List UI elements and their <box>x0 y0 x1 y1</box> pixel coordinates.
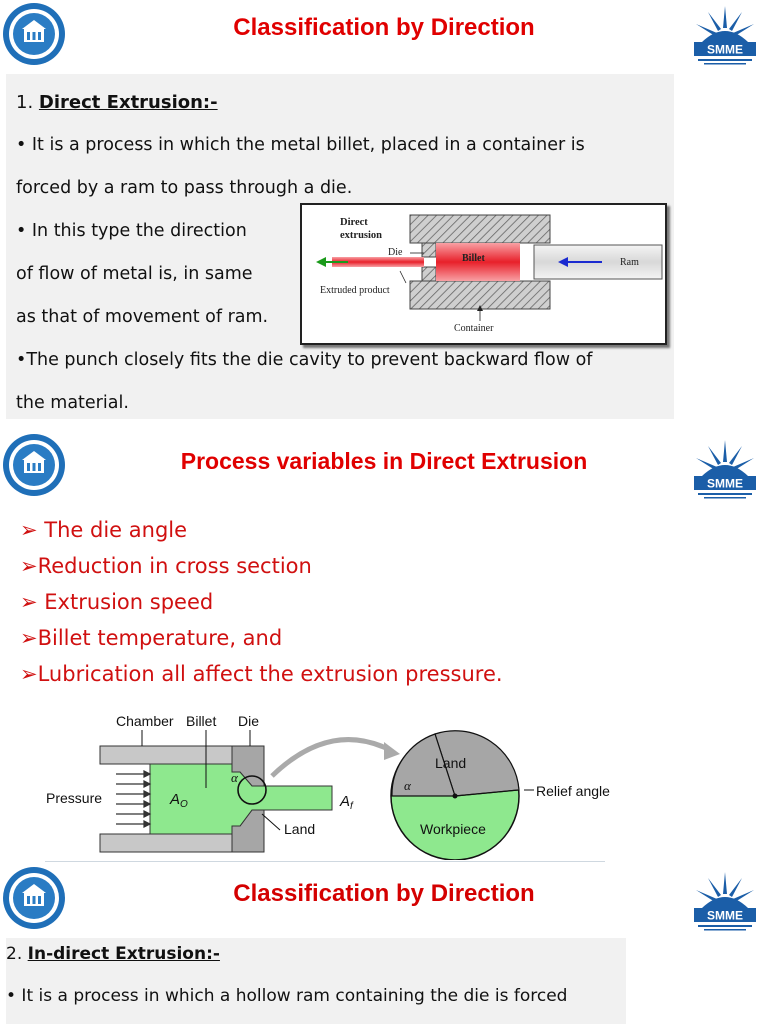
slide-title: Classification by Direction <box>233 14 535 41</box>
slide-title: Classification by Direction <box>233 880 535 907</box>
extruded-product <box>332 257 424 267</box>
bullet-line-5: as that of movement of ram. <box>16 307 269 327</box>
bullet-line-7: the material. <box>16 393 129 413</box>
svg-text:α: α <box>231 770 239 785</box>
slide-divider <box>45 861 605 862</box>
slide-process-variables: Process variables in Direct Extrusion SM… <box>0 430 768 862</box>
smme-logo-icon: SMME <box>694 440 756 499</box>
section-heading: 2. In-direct Extrusion:- <box>6 944 220 964</box>
logo-text: SMME <box>707 43 743 57</box>
svg-text:AO: AO <box>169 791 188 810</box>
slide-title: Process variables in Direct Extrusion <box>180 448 588 474</box>
billet <box>436 243 520 281</box>
container-top <box>409 214 551 244</box>
svg-text:Die: Die <box>388 247 403 258</box>
container-bottom <box>409 280 551 310</box>
svg-text:Pressure: Pressure <box>46 790 102 806</box>
svg-text:Container: Container <box>454 323 494 334</box>
university-seal-icon <box>3 434 65 496</box>
variable-item-5: ➢Lubrication all affect the extrusion pr… <box>20 662 503 686</box>
svg-text:Billet: Billet <box>186 713 216 729</box>
bullet-line-2: forced by a ram to pass through a die. <box>16 178 353 198</box>
smme-logo-icon: SMME <box>694 6 756 65</box>
bullet-line-1: • It is a process in which the metal bil… <box>16 135 585 155</box>
svg-text:Ram: Ram <box>620 257 639 268</box>
logo-text: SMME <box>707 477 743 491</box>
svg-text:α: α <box>404 778 412 793</box>
die-geometry-figure: Chamber Billet Die Pressure AO Af α Land… <box>46 713 610 860</box>
content-panel <box>6 938 626 1024</box>
svg-text:Af: Af <box>339 793 354 812</box>
section-heading: 1. Direct Extrusion:- <box>16 92 218 113</box>
variable-item-2: ➢Reduction in cross section <box>20 554 312 578</box>
variable-item-3: ➢ Extrusion speed <box>20 590 214 614</box>
variable-item-1: ➢ The die angle <box>20 518 188 542</box>
svg-text:Land: Land <box>435 755 466 771</box>
slide-direct-extrusion: Classification by Direction SMME 1. Dire… <box>0 0 768 425</box>
variable-item-4: ➢Billet temperature, and <box>20 626 283 650</box>
svg-text:Extruded product: Extruded product <box>320 285 390 296</box>
bullet-line-3: • In this type the direction <box>16 221 247 241</box>
slide-indirect-extrusion: Classification by Direction SMME 2. In-d… <box>0 862 768 1024</box>
bullet-line-1: • It is a process in which a hollow ram … <box>6 986 568 1006</box>
bullet-line-4: of flow of metal is, in same <box>16 264 253 284</box>
university-seal-icon <box>3 867 65 929</box>
university-seal-icon <box>3 3 65 65</box>
logo-text: SMME <box>707 909 743 923</box>
svg-text:Relief angle: Relief angle <box>536 783 610 799</box>
bullet-line-6: •The punch closely fits the die cavity t… <box>16 350 593 370</box>
svg-text:Workpiece: Workpiece <box>420 821 486 837</box>
svg-text:Chamber: Chamber <box>116 713 174 729</box>
direct-extrusion-figure: Direct extrusion Die Billet Ram Extruded… <box>300 203 667 345</box>
svg-text:Die: Die <box>238 713 259 729</box>
svg-text:Billet: Billet <box>462 253 485 264</box>
svg-text:Land: Land <box>284 821 315 837</box>
smme-logo-icon: SMME <box>694 872 756 931</box>
svg-text:Direct: Direct <box>340 217 368 228</box>
svg-text:extrusion: extrusion <box>340 230 382 241</box>
